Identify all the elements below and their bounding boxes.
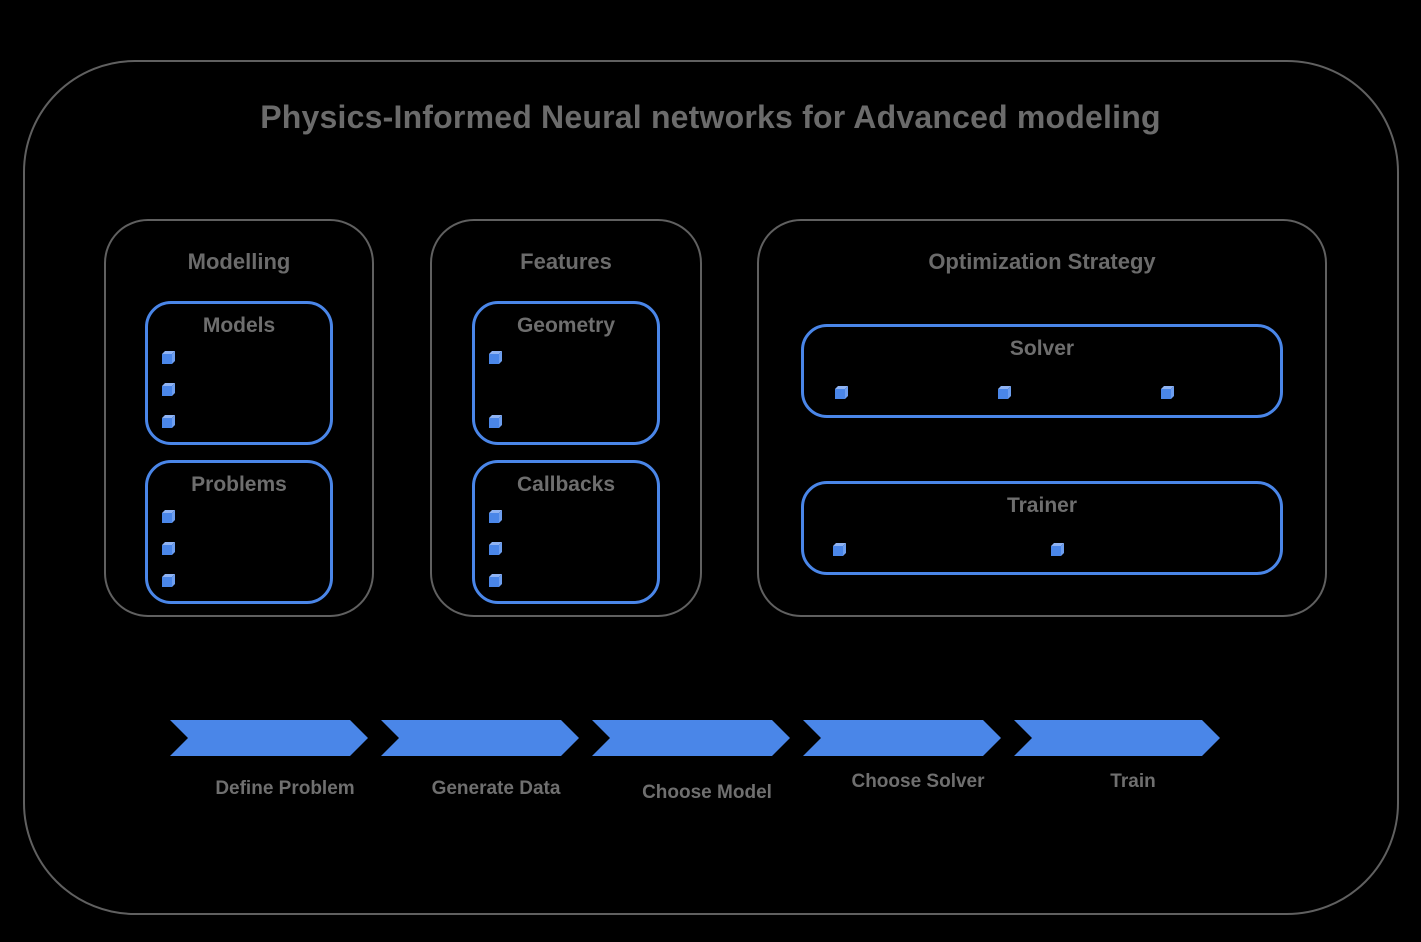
outer-frame [23, 60, 1399, 915]
group-geometry-label: Geometry [516, 314, 616, 337]
group-trainer: Trainer [801, 481, 1283, 575]
cube-icon [162, 510, 175, 523]
cube-list [161, 350, 176, 429]
diagram-title: Physics-Informed Neural networks for Adv… [260, 99, 1161, 135]
section-optimization-strategy: Optimization Strategy Solver Trainer [757, 219, 1327, 617]
pipeline: Define Problem Generate Data Choose Mode… [170, 720, 1220, 803]
cube-icon [162, 574, 175, 587]
group-geometry: Geometry [472, 301, 660, 445]
cube-icon [489, 542, 502, 555]
section-features-label: Features [520, 249, 612, 274]
pipeline-arrow-segment [170, 720, 368, 756]
pipeline-step: Define Problem [170, 720, 368, 800]
section-modelling: Modelling Models Problems [104, 219, 374, 617]
group-models: Models [145, 301, 333, 445]
cube-icon [489, 574, 502, 587]
group-problems-label: Problems [191, 473, 287, 496]
group-solver-label: Solver [1009, 337, 1075, 360]
section-modelling-label: Modelling [187, 249, 291, 274]
group-models-label: Models [202, 314, 276, 337]
cube-icon [489, 351, 502, 364]
pipeline-step: Choose Model [592, 720, 790, 803]
cube-icon [833, 543, 846, 556]
pipeline-arrow-segment [381, 720, 579, 756]
section-optimization-label: Optimization Strategy [928, 249, 1156, 274]
cube-list [488, 350, 503, 429]
group-solver: Solver [801, 324, 1283, 418]
cube-icon [1051, 543, 1064, 556]
pipeline-step-label: Define Problem [215, 778, 355, 799]
pipeline-step-label: Choose Model [642, 782, 772, 803]
section-features: Features Geometry Callbacks [430, 219, 702, 617]
cube-icon [162, 415, 175, 428]
cube-icon [489, 510, 502, 523]
cube-list [161, 509, 176, 588]
cube-icon [162, 351, 175, 364]
pipeline-arrowhead-segment [1014, 720, 1220, 756]
cube-icon [835, 386, 848, 399]
group-callbacks-label: Callbacks [516, 473, 616, 496]
group-problems: Problems [145, 460, 333, 604]
pipeline-arrow-segment [803, 720, 1001, 756]
cube-list [804, 542, 1280, 557]
pipeline-step: Train [1014, 720, 1220, 800]
cube-icon [489, 415, 502, 428]
group-callbacks: Callbacks [472, 460, 660, 604]
pipeline-step: Generate Data [381, 720, 579, 800]
cube-icon [162, 383, 175, 396]
pipeline-step: Choose Solver [803, 720, 1001, 800]
pipeline-step-label: Choose Solver [851, 771, 985, 792]
cube-list [804, 385, 1280, 400]
pipeline-step-label: Generate Data [431, 778, 561, 799]
group-trainer-label: Trainer [1006, 494, 1078, 517]
cube-icon [1161, 386, 1174, 399]
cube-icon [162, 542, 175, 555]
cube-list [488, 509, 503, 588]
pipeline-arrow-segment [592, 720, 790, 756]
cube-icon [998, 386, 1011, 399]
pipeline-step-label: Train [1110, 771, 1156, 792]
